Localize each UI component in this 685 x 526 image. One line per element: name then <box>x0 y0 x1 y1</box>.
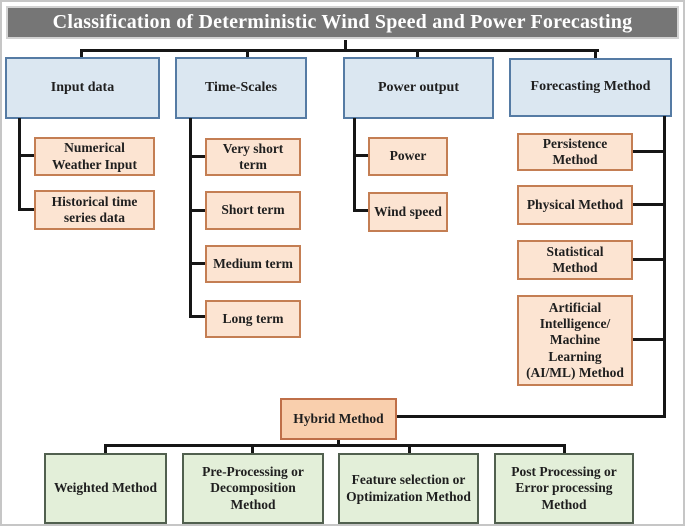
connector-drop-postprocessing <box>563 444 566 453</box>
node-physical-method: Physical Method <box>517 185 633 225</box>
connector-hybrid-stem <box>337 440 340 447</box>
connector-input-rail <box>18 118 21 211</box>
connector-drop-preprocessing <box>251 444 254 453</box>
connector-hybrid-bus <box>104 444 566 447</box>
node-historical-time-series: Historical time series data <box>34 190 155 230</box>
connector-branch-aiml <box>633 338 663 341</box>
node-power: Power <box>368 137 448 176</box>
node-statistical-method: Statistical Method <box>517 240 633 280</box>
node-long-term: Long term <box>205 300 301 338</box>
connector-branch-short-term <box>189 209 205 212</box>
connector-power-rail <box>353 118 356 212</box>
node-persistence-method: Persistence Method <box>517 133 633 171</box>
node-short-term: Short term <box>205 191 301 230</box>
connector-title-stem <box>344 40 347 49</box>
node-preprocessing-method: Pre-Processing or Decomposition Method <box>182 453 324 524</box>
category-input-data: Input data <box>5 57 160 119</box>
node-numerical-weather-input: Numerical Weather Input <box>34 137 155 176</box>
category-time-scales: Time-Scales <box>175 57 307 119</box>
connector-drop-power-output <box>416 49 419 57</box>
connector-branch-numerical-weather <box>18 154 34 157</box>
category-power-output: Power output <box>343 57 494 119</box>
node-wind-speed: Wind speed <box>368 192 448 232</box>
diagram-title: Classification of Deterministic Wind Spe… <box>6 6 679 39</box>
node-medium-term: Medium term <box>205 245 301 283</box>
connector-branch-power <box>353 154 368 157</box>
connector-forecasting-to-hybrid <box>397 415 666 418</box>
connector-branch-very-short-term <box>189 155 205 158</box>
node-very-short-term: Very short term <box>205 138 301 176</box>
node-hybrid-method: Hybrid Method <box>280 398 397 440</box>
connector-branch-persistence <box>633 150 663 153</box>
connector-branch-long-term <box>189 315 205 318</box>
connector-drop-forecasting-method <box>594 49 597 58</box>
node-weighted-method: Weighted Method <box>44 453 167 524</box>
connector-branch-physical <box>633 203 663 206</box>
connector-branch-statistical <box>633 258 663 261</box>
category-forecasting-method: Forecasting Method <box>509 58 672 117</box>
connector-drop-feature-selection <box>408 444 411 453</box>
connector-forecasting-rail <box>663 116 666 418</box>
node-aiml-method: Artificial Intelligence/ Machine Learnin… <box>517 295 633 386</box>
connector-branch-wind-speed <box>353 209 368 212</box>
node-feature-selection-method: Feature selection or Optimization Method <box>338 453 479 524</box>
connector-drop-time-scales <box>246 49 249 57</box>
connector-branch-medium-term <box>189 262 205 265</box>
connector-time-rail <box>189 118 192 318</box>
connector-title-bus <box>80 49 599 52</box>
node-postprocessing-method: Post Processing or Error processing Meth… <box>494 453 634 524</box>
connector-drop-input-data <box>80 49 83 57</box>
connector-branch-historical-series <box>18 208 34 211</box>
connector-drop-weighted <box>104 444 107 453</box>
